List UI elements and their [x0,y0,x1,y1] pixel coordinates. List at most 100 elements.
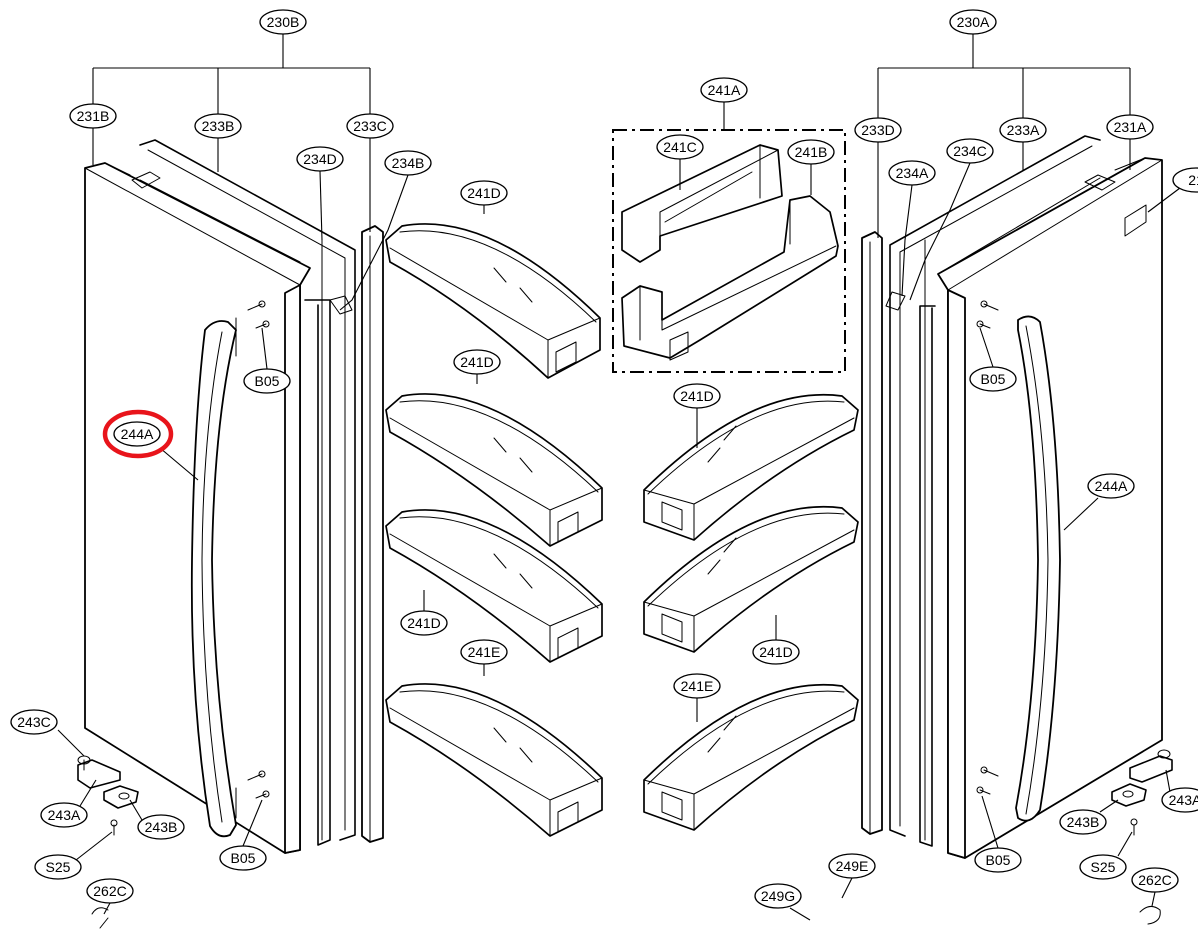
callout-oval [1131,867,1179,893]
callout-233a: 233A [999,117,1047,170]
callout-label: 243B [1067,814,1100,830]
leader-line [789,907,811,921]
callout-b05_lt: B05 [243,327,291,394]
callout-262c_r: 262C [1131,867,1179,907]
callout-label: B05 [986,852,1011,868]
left-door-bins [385,223,603,837]
callout-234a: 234A [888,160,936,297]
leader-line [1151,891,1156,907]
left-breaker-strip [361,225,384,843]
callout-label: 234D [303,151,336,167]
callout-label: 243A [1169,792,1198,808]
left-bin-2 [385,393,603,547]
callout-label: 233D [861,122,894,138]
callout-label: 244A [1095,478,1128,494]
callout-oval [787,139,835,165]
callout-oval [34,854,82,880]
callout-oval [296,146,344,172]
right-lower-hinge [1129,755,1173,783]
callout-234c: 234C [909,138,994,301]
callout-233c: 233C [346,113,394,232]
leader-line [1099,799,1119,813]
callout-label: 243A [48,807,81,823]
callout-label: 241D [680,388,713,404]
right-bin-1 [643,393,859,541]
callout-231a: 231A [1106,114,1154,170]
callout-241d_l2: 241D [453,349,501,384]
callout-oval [752,639,800,665]
callout-oval [259,9,307,35]
callout-21x: 21 [1147,167,1198,213]
callout-244a_r: 244A [1063,473,1135,531]
leader-line [57,729,85,757]
callout-oval [346,113,394,139]
callout-oval [219,845,267,871]
callout-label: 243C [17,714,50,730]
right-breaker-strip [861,231,883,835]
bracket-230B [92,34,371,114]
callout-label: 234A [896,165,929,181]
callout-label: 241B [795,144,828,160]
callout-label: 230A [957,14,990,30]
leader-line [841,877,853,899]
callout-s25_l: S25 [34,831,113,880]
callout-oval [828,853,876,879]
callout-oval [460,180,508,206]
callout-label: 21 [1188,172,1198,188]
callout-label: 241E [468,644,501,660]
callout-label: 241E [681,678,714,694]
callout-oval [1161,787,1198,813]
callout-oval [1106,114,1154,140]
callout-label: 249G [761,888,795,904]
callout-oval [460,639,508,665]
callout-label: 241D [759,644,792,660]
callout-s25_r: S25 [1079,831,1133,880]
callout-262c_l: 262C [86,878,134,915]
callout-oval [888,160,936,186]
callout-label: 243B [145,819,178,835]
callout-label: B05 [231,850,256,866]
bracket-230A [877,34,1131,118]
right-door-gasket [889,135,1101,837]
callout-label: S25 [46,859,71,875]
callout-label: 262C [93,883,126,899]
callout-oval [1172,167,1198,193]
callout-249g: 249G [754,883,811,921]
callout-oval [946,138,994,164]
callout-label: 249E [836,858,869,874]
right-bin-2 [643,505,859,653]
callout-244a_l: 244A [113,421,199,481]
leader-line [1165,769,1171,793]
callout-oval [969,366,1017,392]
callout-oval [40,802,88,828]
callout-234d: 234D [296,146,344,241]
left-door-gasket [139,139,356,841]
callout-label: 233B [202,118,235,134]
leader-line [1063,497,1099,531]
leader-line [129,799,143,821]
leader-line [242,799,263,847]
leader-line [339,174,409,311]
callout-label: 234C [953,143,986,159]
highlight-circle [102,409,174,459]
callout-label: 233A [1007,122,1040,138]
callout-label: 241D [407,615,440,631]
callout-label: 234B [392,155,425,171]
callout-241d_r2: 241D [752,615,800,665]
leader-line [159,447,199,481]
left-door-assembly [77,139,384,929]
callout-oval [69,103,117,129]
callout-label: 241A [708,82,741,98]
callout-label: 233C [353,118,386,134]
callout-241e_l: 241E [460,639,508,676]
callout-231b: 231B [69,103,117,165]
left-bin-3 [385,509,603,663]
callout-label: 241C [663,139,696,155]
leader-line [261,327,268,370]
callout-label: 262C [1138,872,1171,888]
leader-line [79,779,97,807]
right-door-assembly [861,135,1173,925]
